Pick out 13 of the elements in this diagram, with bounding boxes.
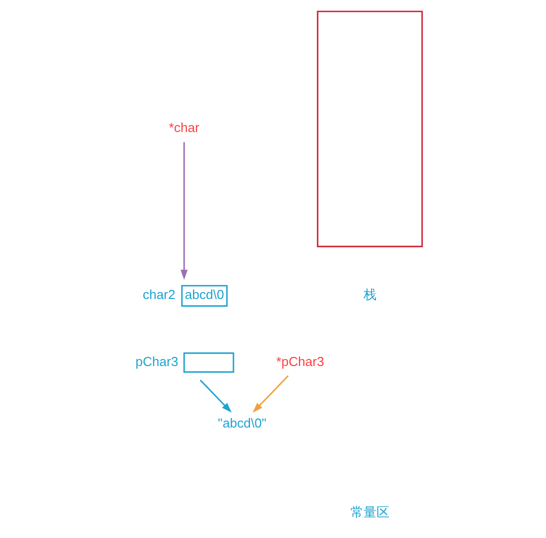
node-box [183,352,234,373]
node-text: "abcd\0" [218,415,266,430]
arrow [252,375,289,413]
node-label: char2 [142,287,176,302]
arrow [200,380,232,413]
node-text: *char [168,120,200,136]
label: 栈 [363,287,376,302]
node-box [316,10,423,248]
node-text: *pChar3 [276,354,324,369]
node-label: pChar3 [136,354,178,369]
arrow [180,142,188,280]
label: 常量区 [350,504,390,520]
node-box: abcd\0 [181,284,228,307]
